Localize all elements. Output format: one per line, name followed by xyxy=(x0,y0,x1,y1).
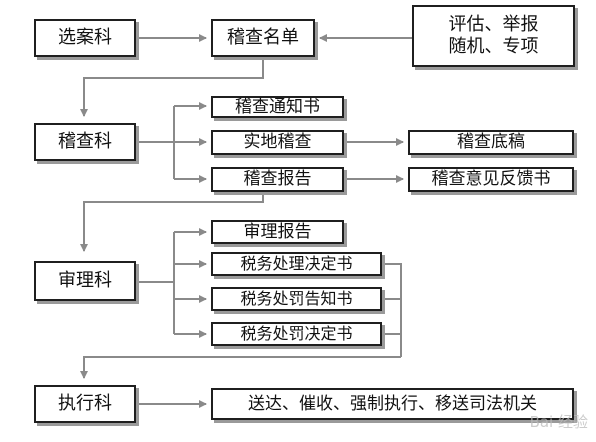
connector-list-to-inspection xyxy=(80,56,264,117)
connector-review-branch xyxy=(136,232,175,334)
inspection-draft-box: 稽查底稿 xyxy=(408,130,574,155)
sources-box: 评估、举报 随机、专项 xyxy=(412,5,575,67)
execution-actions-box: 送达、催收、强制执行、移送司法机关 xyxy=(211,388,574,420)
tax-decision-box: 税务处理决定书 xyxy=(211,252,382,276)
execution-dept-label: 执行科 xyxy=(58,393,112,415)
penalty-decision-box: 税务处罚决定书 xyxy=(211,322,382,346)
inspection-report-label: 稽查报告 xyxy=(243,169,312,190)
execution-dept-box: 执行科 xyxy=(34,385,136,423)
inspection-dept-label: 稽查科 xyxy=(58,131,112,153)
penalty-notice-box: 税务处罚告知书 xyxy=(211,287,382,311)
connector-report-to-review xyxy=(80,192,264,252)
inspection-list-box: 稽查名单 xyxy=(211,19,315,57)
sources-line-2: 随机、专项 xyxy=(448,36,539,57)
execution-actions-label: 送达、催收、强制执行、移送司法机关 xyxy=(248,393,537,414)
inspection-list-label: 稽查名单 xyxy=(227,27,299,49)
inspection-report-box: 稽查报告 xyxy=(211,167,344,192)
review-report-label: 审理报告 xyxy=(243,221,312,242)
review-dept-box: 审理科 xyxy=(34,261,136,301)
tax-decision-label: 税务处理决定书 xyxy=(240,254,353,274)
inspection-dept-box: 稽查科 xyxy=(34,123,136,161)
connector-inspection-branch xyxy=(136,106,175,179)
penalty-decision-label: 税务处罚决定书 xyxy=(240,324,353,344)
review-report-box: 审理报告 xyxy=(211,220,344,244)
connector-decisions-bracket xyxy=(382,263,402,357)
inspection-feedback-label: 稽查意见反馈书 xyxy=(431,169,551,190)
watermark-text: Bai 经验 xyxy=(529,413,588,431)
connector-decisions-to-execution xyxy=(80,356,401,379)
review-dept-label: 审理科 xyxy=(58,270,112,292)
inspection-notice-label: 稽查通知书 xyxy=(235,96,320,117)
selection-dept-box: 选案科 xyxy=(34,19,136,57)
onsite-inspection-label: 实地稽查 xyxy=(243,132,312,153)
inspection-feedback-box: 稽查意见反馈书 xyxy=(408,167,574,192)
sources-line-1: 评估、举报 xyxy=(448,14,539,36)
onsite-inspection-box: 实地稽查 xyxy=(211,130,344,155)
inspection-notice-box: 稽查通知书 xyxy=(211,96,344,118)
inspection-draft-label: 稽查底稿 xyxy=(457,132,525,153)
selection-dept-label: 选案科 xyxy=(58,27,112,49)
penalty-notice-label: 税务处罚告知书 xyxy=(240,289,353,309)
